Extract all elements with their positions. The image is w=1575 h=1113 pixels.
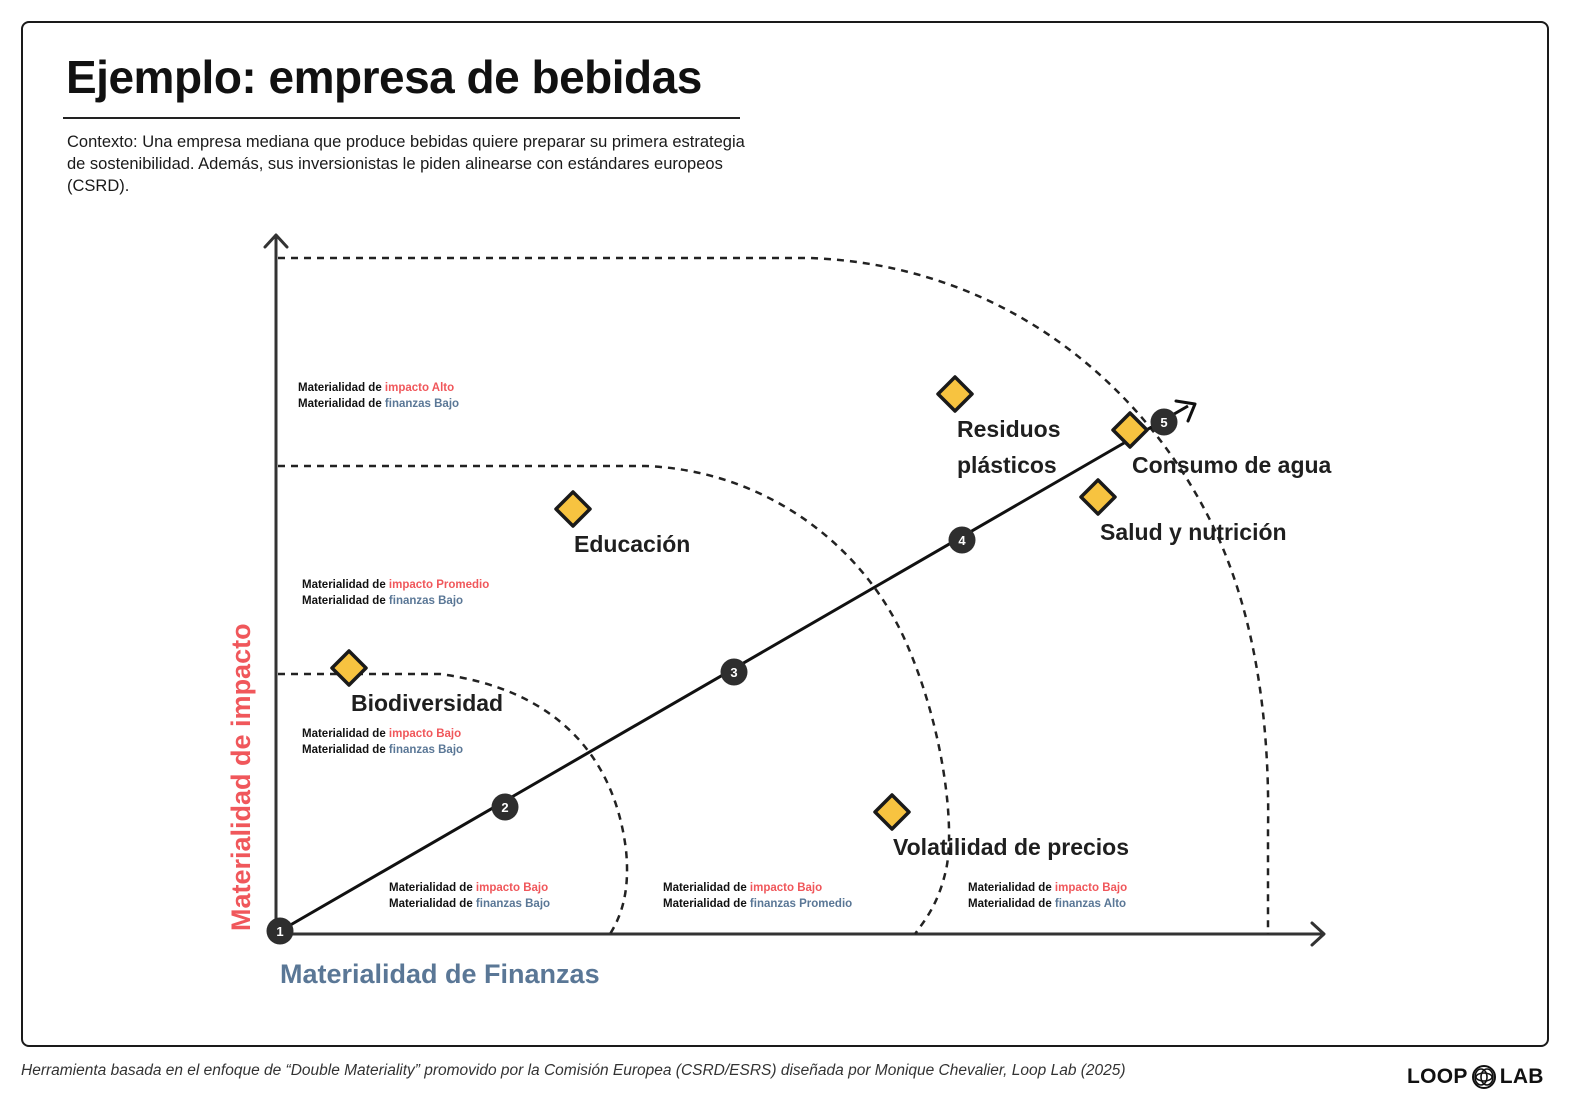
zone-label-finance-line: Materialidad de finanzas Bajo: [389, 898, 550, 910]
topic-diamond-icon: [936, 375, 974, 413]
zone-label-impact-line: Materialidad de impacto Bajo: [968, 882, 1127, 894]
topic-label: Educación: [574, 531, 690, 557]
page-title: Ejemplo: empresa de bebidas: [66, 51, 702, 103]
zone-label: Materialidad de impacto BajoMaterialidad…: [302, 728, 463, 756]
footer-note: Herramienta basada en el enfoque de “Dou…: [21, 1062, 1126, 1079]
topic-label: Consumo de agua: [1132, 452, 1332, 478]
zone-label: Materialidad de impacto BajoMaterialidad…: [968, 882, 1127, 910]
zone-label-impact-line: Materialidad de impacto Bajo: [663, 882, 822, 894]
zone-boundary-medium: [278, 464, 951, 935]
y-axis-arrowhead: [263, 233, 289, 249]
zone-label: Materialidad de impacto PromedioMaterial…: [302, 579, 489, 607]
y-axis-label: Materialidad de impacto: [226, 623, 256, 931]
zone-label-finance-line: Materialidad de finanzas Alto: [968, 898, 1126, 910]
zone-label-finance-line: Materialidad de finanzas Bajo: [298, 398, 459, 410]
zone-label-impact-line: Materialidad de impacto Promedio: [302, 579, 489, 591]
topic-label: plásticos: [957, 452, 1057, 478]
topic-diamond-icon: [330, 649, 368, 687]
loop-lab-logo[interactable]: LOOP LAB: [1407, 1062, 1544, 1092]
zone-boundary-low: [278, 672, 629, 935]
scale-points: 1 2 3 4 5: [266, 408, 1178, 945]
scale-point-number: 5: [1160, 415, 1167, 430]
scale-point-badge: [1150, 408, 1178, 436]
topic-diamond-icon: [1111, 411, 1149, 449]
context-text: Contexto: Una empresa mediana que produc…: [67, 133, 745, 195]
zone-label-finance-line: Materialidad de finanzas Bajo: [302, 744, 463, 756]
zone-label-finance-line: Materialidad de finanzas Promedio: [663, 898, 852, 910]
zone-label-impact-line: Materialidad de impacto Bajo: [302, 728, 461, 740]
topic-markers: [330, 375, 1149, 831]
scale-point-badge: [720, 658, 748, 686]
scale-point-badge: [948, 526, 976, 554]
topic-diamond-icon: [554, 490, 592, 528]
topic-label: Biodiversidad: [351, 690, 503, 716]
diagram-frame: [21, 21, 1549, 1047]
zone-label: Materialidad de impacto AltoMaterialidad…: [298, 382, 459, 410]
logo-text-lab: LAB: [1499, 1065, 1544, 1088]
title-underline: [63, 117, 740, 119]
zone-label-finance-line: Materialidad de finanzas Bajo: [302, 595, 463, 607]
scale-point-badge: [266, 917, 294, 945]
topic-diamond-icon: [873, 793, 911, 831]
scale-point-number: 2: [501, 800, 508, 815]
scale-point-badge: [491, 793, 519, 821]
zone-boundary-high: [278, 256, 1270, 934]
scale-arrowhead: [1174, 399, 1197, 423]
zone-label-impact-line: Materialidad de impacto Alto: [298, 382, 454, 394]
knot-icon: [1471, 1065, 1496, 1089]
scale-point-number: 4: [958, 533, 966, 548]
zone-boundaries: [278, 256, 1270, 935]
zone-label: Materialidad de impacto BajoMaterialidad…: [389, 882, 550, 910]
topic-label: Volatilidad de precios: [893, 834, 1129, 860]
topic-diamond-icon: [1079, 478, 1117, 516]
zone-labels: Materialidad de impacto AltoMaterialidad…: [298, 382, 1127, 910]
scale-point-number: 1: [276, 924, 283, 939]
logo-text-loop: LOOP: [1407, 1065, 1468, 1088]
x-axis-arrowhead: [1310, 921, 1326, 947]
scale-point-number: 3: [730, 665, 737, 680]
zone-label: Materialidad de impacto BajoMaterialidad…: [663, 882, 852, 910]
x-axis-label: Materialidad de Finanzas: [280, 959, 600, 989]
axes: [263, 233, 1326, 947]
zone-label-impact-line: Materialidad de impacto Bajo: [389, 882, 548, 894]
topic-label: Residuos: [957, 416, 1061, 442]
topic-label: Salud y nutrición: [1100, 519, 1287, 545]
